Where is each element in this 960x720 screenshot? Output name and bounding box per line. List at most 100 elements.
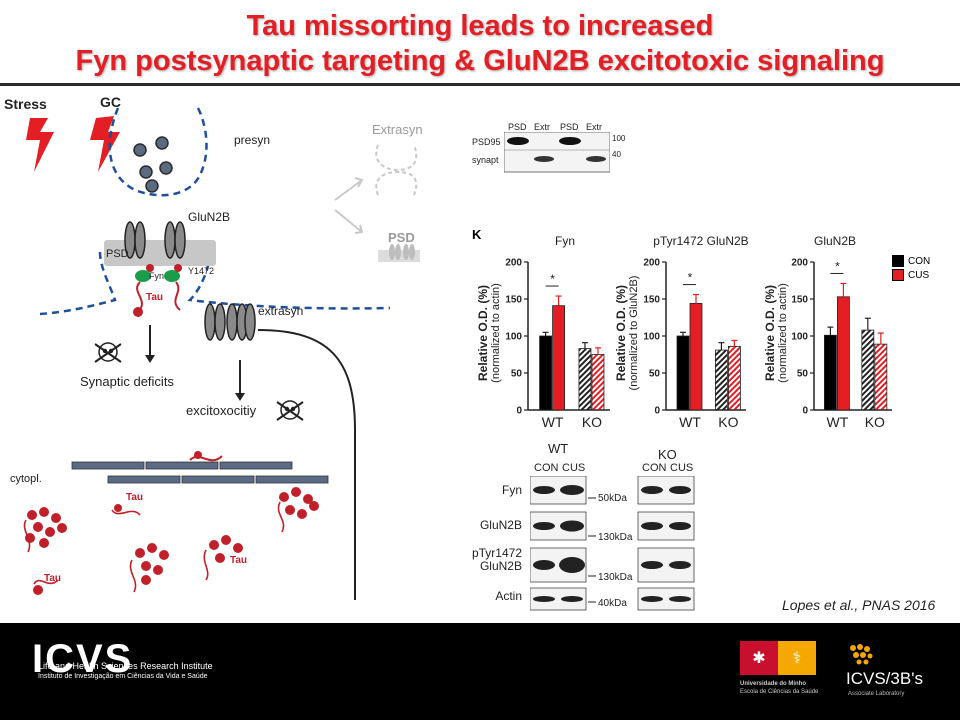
wb-row-glun2b: GluN2B bbox=[479, 518, 522, 532]
wb-row-fyn: Fyn bbox=[501, 483, 522, 497]
y-tick-label: 0 bbox=[802, 406, 808, 417]
bar-cus-wt bbox=[837, 296, 850, 411]
tau-label: Tau bbox=[44, 573, 62, 584]
excitoxocitiy-label: excitoxocitiy bbox=[186, 403, 257, 418]
significance-star: * bbox=[550, 272, 555, 286]
x-category-label: KO bbox=[718, 414, 738, 430]
wb-col-cus: CUS bbox=[562, 462, 586, 474]
wb-row-actin: Actin bbox=[495, 589, 522, 603]
synaptic-deficits-label: Synaptic deficits bbox=[80, 374, 174, 389]
stress-lightning-icon bbox=[26, 118, 54, 172]
inset-diagram bbox=[334, 144, 420, 262]
bar-con-wt bbox=[676, 335, 690, 411]
bar-con-ko bbox=[578, 348, 592, 411]
legend-item-con: CON bbox=[892, 255, 930, 267]
blot-col-extr: Extr bbox=[534, 122, 551, 132]
legend-label-cus: CUS bbox=[908, 269, 930, 281]
bar-cus-wt bbox=[552, 305, 565, 411]
tau-label: Tau bbox=[126, 492, 144, 503]
citation: Lopes et al., PNAS 2016 bbox=[782, 597, 936, 613]
vesicles bbox=[133, 136, 173, 193]
blot-col-psd: PSD bbox=[508, 122, 527, 132]
psd-label: PSD bbox=[106, 248, 129, 260]
legend-swatch-con bbox=[892, 255, 904, 267]
blot-marker-100: 100 bbox=[612, 134, 626, 143]
western-blots bbox=[530, 476, 695, 611]
fyn-kinase bbox=[135, 270, 151, 282]
uminho-logo: ✱ ⚕ bbox=[740, 641, 816, 675]
curved-connector bbox=[257, 329, 356, 600]
microtubules bbox=[71, 461, 329, 484]
wb-kda-3: 130kDa bbox=[598, 572, 633, 583]
y-tick-label: 150 bbox=[643, 295, 660, 306]
wb-col-con: CON bbox=[534, 462, 559, 474]
extrasyn-label: extrasyn bbox=[258, 304, 304, 318]
wb-group-ko: KO bbox=[658, 447, 677, 462]
gc-label: GC bbox=[100, 94, 121, 110]
legend-swatch-cus bbox=[892, 269, 904, 281]
footer-bar: ICVS Life and Health Sciences Research I… bbox=[0, 623, 960, 720]
legend: CON CUS bbox=[892, 255, 930, 281]
y-tick-label: 100 bbox=[643, 332, 660, 343]
blot-marker-40: 40 bbox=[612, 150, 621, 159]
x-category-label: WT bbox=[827, 414, 849, 430]
tau-aggregates bbox=[25, 487, 319, 595]
wb-kda-1: 50kDa bbox=[598, 493, 627, 504]
y-tick-label: 50 bbox=[649, 369, 661, 380]
fyn-label: Fyn bbox=[149, 271, 165, 281]
y-tick-label: 100 bbox=[505, 332, 522, 343]
uminho-name: Universidade do Minho bbox=[740, 681, 807, 687]
wb-row-ptyr: pTyr1472 GluN2B bbox=[471, 546, 522, 573]
icvs3bs-dots-icon bbox=[848, 643, 878, 667]
wb-kda-2: 130kDa bbox=[598, 532, 633, 543]
wb-group-wt: WT bbox=[548, 441, 569, 456]
presyn-terminal bbox=[108, 107, 208, 197]
bar-cus-ko bbox=[591, 354, 605, 411]
slide-title-line1: Tau missorting leads to increased bbox=[246, 10, 714, 42]
bar-con-wt bbox=[539, 335, 552, 411]
legend-label-con: CON bbox=[908, 255, 931, 267]
bar-con-wt bbox=[824, 334, 837, 411]
x-category-label: WT bbox=[679, 414, 701, 430]
y-tick-label: 0 bbox=[516, 406, 522, 417]
y-tick-label: 0 bbox=[654, 406, 660, 417]
title-divider bbox=[0, 83, 960, 86]
inset-psd-label: PSD bbox=[388, 230, 415, 245]
y-tick-label: 200 bbox=[505, 258, 522, 269]
x-category-label: WT bbox=[542, 414, 564, 430]
y-tick-label: 200 bbox=[791, 258, 808, 269]
gc-lightning-icon bbox=[90, 116, 120, 172]
wb-col-con: CON bbox=[642, 462, 667, 474]
blot-row-synapt: synapt bbox=[472, 155, 499, 165]
postsyn-membrane bbox=[39, 251, 391, 316]
inset-extrasyn-label: Extrasyn bbox=[372, 122, 423, 137]
stress-label: Stress bbox=[4, 96, 47, 112]
bar-cus-wt bbox=[689, 303, 703, 411]
uminho-school: Escola de Ciências da Saúde bbox=[740, 689, 819, 695]
x-category-label: KO bbox=[865, 414, 885, 430]
wb-col-cus: CUS bbox=[670, 462, 694, 474]
chart-title-ptyr: pTyr1472 GluN2B bbox=[653, 234, 749, 248]
legend-item-cus: CUS bbox=[892, 269, 930, 281]
chart-title-glun2b: GluN2B bbox=[813, 234, 857, 248]
y-tick-label: 50 bbox=[511, 369, 523, 380]
icvs-subtitle-2: Instituto de Investigação em Ciências da… bbox=[38, 673, 208, 680]
inset-blot bbox=[504, 132, 610, 173]
tau-label: Tau bbox=[146, 292, 164, 303]
caduceus-icon: ⚕ bbox=[778, 641, 816, 675]
arrow-down-icon bbox=[235, 393, 245, 401]
slide-title-line2: Fyn postsynaptic targeting & GluN2B exci… bbox=[75, 45, 885, 77]
synapse-diagram bbox=[23, 107, 391, 600]
glun2b-receptors bbox=[124, 221, 186, 259]
y-tick-label: 150 bbox=[791, 295, 808, 306]
blot-col-extr: Extr bbox=[586, 122, 603, 132]
chart-title-fyn: Fyn bbox=[554, 234, 575, 248]
presyn-label: presyn bbox=[234, 133, 271, 147]
y-tick-label: 50 bbox=[797, 369, 809, 380]
y1472-label: Y1472 bbox=[188, 266, 215, 276]
arrow-down-icon bbox=[145, 355, 155, 363]
significance-star: * bbox=[688, 271, 693, 285]
glun2b-label: GluN2B bbox=[188, 210, 231, 224]
skull-icon bbox=[94, 342, 122, 363]
